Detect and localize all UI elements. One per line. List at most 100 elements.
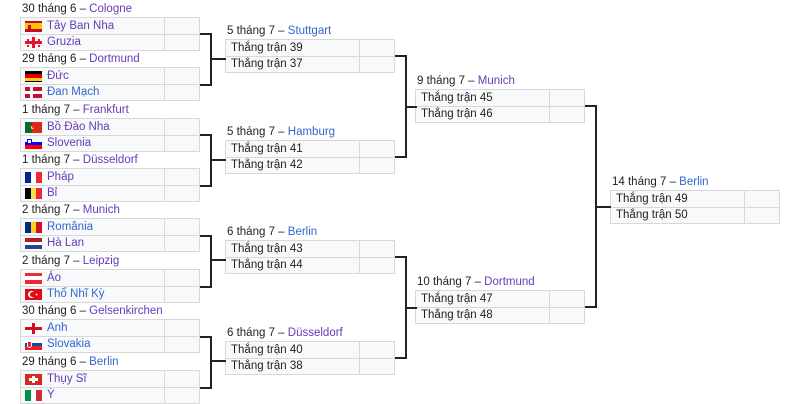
team-cell[interactable]: Gruzia (21, 35, 165, 50)
match-box-r16-5[interactable]: România Hà Lan (20, 218, 200, 252)
match-venue-link[interactable]: Berlin (287, 226, 318, 238)
table-row[interactable]: Thắng trận 47 (415, 290, 585, 307)
table-row[interactable]: Thắng trận 44 (225, 257, 395, 274)
team-cell[interactable]: Thắng trận 48 (416, 308, 550, 323)
table-row[interactable]: Bỉ (20, 185, 200, 202)
match-box-r16-6[interactable]: Áo Thổ Nhĩ Kỳ (20, 269, 200, 303)
match-venue-link[interactable]: Stuttgart (287, 25, 332, 37)
team-cell[interactable]: România (21, 219, 165, 235)
table-row[interactable]: Pháp (20, 168, 200, 185)
table-row[interactable]: Thắng trận 45 (415, 89, 585, 106)
score-cell[interactable] (360, 258, 394, 273)
score-cell[interactable] (165, 18, 199, 34)
team-cell[interactable]: Tây Ban Nha (21, 18, 165, 34)
match-venue-link[interactable]: Frankfurt (82, 104, 129, 116)
match-venue-link[interactable]: Dortmund (89, 53, 140, 65)
match-box-sf-2[interactable]: Thắng trận 47 Thắng trận 48 (415, 290, 585, 324)
table-row[interactable]: Bồ Đào Nha (20, 118, 200, 135)
team-cell[interactable]: Thắng trận 47 (416, 291, 550, 307)
team-cell[interactable]: Thắng trận 46 (416, 107, 550, 122)
match-box-r16-2[interactable]: Đức Đan Mạch (20, 67, 200, 101)
score-cell[interactable] (165, 320, 199, 336)
team-cell[interactable]: Thắng trận 44 (226, 258, 360, 273)
score-cell[interactable] (165, 287, 199, 302)
table-row[interactable]: Tây Ban Nha (20, 17, 200, 34)
match-box-r16-4[interactable]: Pháp Bỉ (20, 168, 200, 202)
score-cell[interactable] (360, 158, 394, 173)
score-cell[interactable] (360, 359, 394, 374)
table-row[interactable]: Thắng trận 42 (225, 157, 395, 174)
team-cell[interactable]: Bồ Đào Nha (21, 119, 165, 135)
team-cell[interactable]: Thắng trận 40 (226, 342, 360, 358)
team-cell[interactable]: Thắng trận 43 (226, 241, 360, 257)
match-venue-link[interactable]: Munich (82, 204, 120, 216)
match-box-sf-1[interactable]: Thắng trận 45 Thắng trận 46 (415, 89, 585, 123)
score-cell[interactable] (360, 141, 394, 157)
team-cell[interactable]: Áo (21, 270, 165, 286)
score-cell[interactable] (165, 169, 199, 185)
score-cell[interactable] (165, 136, 199, 151)
table-row[interactable]: Gruzia (20, 34, 200, 51)
table-row[interactable]: Thắng trận 38 (225, 358, 395, 375)
score-cell[interactable] (165, 35, 199, 50)
team-cell[interactable]: Đan Mạch (21, 85, 165, 100)
score-cell[interactable] (745, 191, 779, 207)
match-venue-link[interactable]: Leipzig (82, 255, 120, 267)
score-cell[interactable] (550, 291, 584, 307)
table-row[interactable]: Hà Lan (20, 235, 200, 252)
match-box-r16-7[interactable]: Anh Slovakia (20, 319, 200, 353)
score-cell[interactable] (360, 342, 394, 358)
table-row[interactable]: Thắng trận 50 (610, 207, 780, 224)
team-cell[interactable]: Thắng trận 49 (611, 191, 745, 207)
match-venue-link[interactable]: Düsseldorf (287, 327, 343, 339)
team-cell[interactable]: Hà Lan (21, 236, 165, 251)
score-cell[interactable] (165, 270, 199, 286)
score-cell[interactable] (745, 208, 779, 223)
table-row[interactable]: Anh (20, 319, 200, 336)
team-cell[interactable]: Thắng trận 37 (226, 57, 360, 72)
table-row[interactable]: Đan Mạch (20, 84, 200, 101)
team-cell[interactable]: Thắng trận 50 (611, 208, 745, 223)
team-cell[interactable]: Anh (21, 320, 165, 336)
score-cell[interactable] (165, 85, 199, 100)
score-cell[interactable] (550, 90, 584, 106)
match-box-qf-2[interactable]: Thắng trận 41 Thắng trận 42 (225, 140, 395, 174)
table-row[interactable]: Thắng trận 40 (225, 341, 395, 358)
match-venue-link[interactable]: Berlin (89, 356, 119, 368)
table-row[interactable]: Thụy Sĩ (20, 370, 200, 387)
score-cell[interactable] (550, 308, 584, 323)
team-cell[interactable]: Thụy Sĩ (21, 371, 165, 387)
table-row[interactable]: Thổ Nhĩ Kỳ (20, 286, 200, 303)
team-cell[interactable]: Thắng trận 39 (226, 40, 360, 56)
score-cell[interactable] (165, 186, 199, 201)
match-venue-link[interactable]: Berlin (679, 176, 709, 188)
match-venue-link[interactable]: Dortmund (484, 276, 535, 288)
score-cell[interactable] (360, 40, 394, 56)
match-box-r16-8[interactable]: Thụy Sĩ Ý (20, 370, 200, 404)
table-row[interactable]: România (20, 218, 200, 235)
score-cell[interactable] (165, 236, 199, 251)
table-row[interactable]: Thắng trận 43 (225, 240, 395, 257)
score-cell[interactable] (165, 119, 199, 135)
team-cell[interactable]: Bỉ (21, 186, 165, 201)
score-cell[interactable] (165, 337, 199, 352)
match-box-qf-1[interactable]: Thắng trận 39 Thắng trận 37 (225, 39, 395, 73)
team-cell[interactable]: Slovakia (21, 337, 165, 352)
table-row[interactable]: Slovenia (20, 135, 200, 152)
score-cell[interactable] (165, 68, 199, 84)
team-cell[interactable]: Thắng trận 38 (226, 359, 360, 374)
match-venue-link[interactable]: Hamburg (287, 126, 336, 138)
table-row[interactable]: Thắng trận 48 (415, 307, 585, 324)
team-cell[interactable]: Đức (21, 68, 165, 84)
team-cell[interactable]: Slovenia (21, 136, 165, 151)
team-cell[interactable]: Thắng trận 42 (226, 158, 360, 173)
table-row[interactable]: Thắng trận 49 (610, 190, 780, 207)
match-box-qf-3[interactable]: Thắng trận 43 Thắng trận 44 (225, 240, 395, 274)
match-box-final[interactable]: Thắng trận 49 Thắng trận 50 (610, 190, 780, 224)
table-row[interactable]: Thắng trận 41 (225, 140, 395, 157)
match-venue-link[interactable]: Cologne (89, 3, 133, 15)
score-cell[interactable] (165, 219, 199, 235)
match-venue-link[interactable]: Munich (477, 75, 515, 87)
score-cell[interactable] (165, 388, 199, 403)
team-cell[interactable]: Thắng trận 41 (226, 141, 360, 157)
